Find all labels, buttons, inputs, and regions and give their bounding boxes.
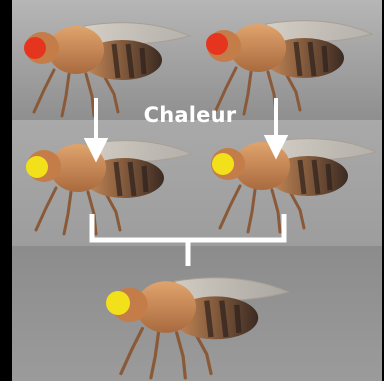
cross-bracket xyxy=(92,214,284,266)
fly-heated-right xyxy=(211,139,376,232)
fly-offspring xyxy=(106,278,288,378)
heat-label: Chaleur xyxy=(135,103,245,127)
fly-parent-right xyxy=(206,21,372,114)
yellow-eye-icon xyxy=(26,156,48,178)
fly-parent-left xyxy=(24,23,190,116)
yellow-eye-icon xyxy=(212,153,234,175)
red-eye-icon xyxy=(24,37,46,59)
yellow-eye-icon xyxy=(106,291,130,315)
fly-heated-left xyxy=(26,141,192,234)
red-eye-icon xyxy=(206,33,228,55)
